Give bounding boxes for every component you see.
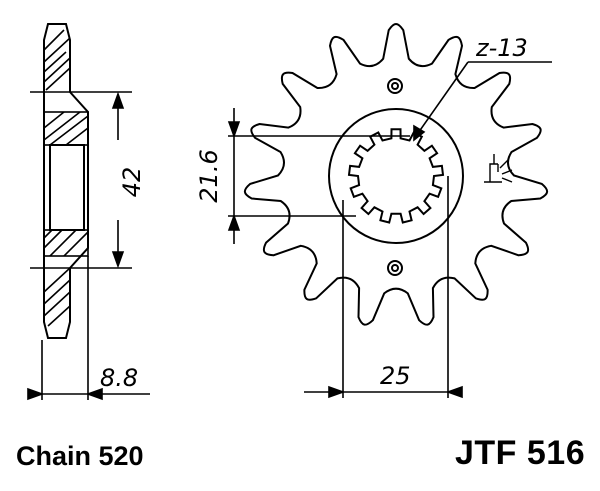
side-hatch-bottom [43, 267, 71, 327]
part-number-label: JTF 516 [455, 434, 586, 472]
tooth-count-leader [413, 61, 552, 142]
sprocket-teeth-outline [243, 22, 549, 326]
dimension-42 [111, 91, 125, 269]
side-hatch-top [43, 29, 71, 91]
sprocket-front-view [243, 22, 549, 326]
bolt-hole-top [387, 78, 403, 94]
tooth-count-label: z-13 [475, 34, 528, 62]
chain-size-label: Chain 520 [16, 441, 144, 471]
dimension-21-6-label: 21.6 [195, 149, 223, 202]
sprocket-side-view [30, 23, 132, 339]
dimension-25-label: 25 [380, 362, 411, 390]
bolt-hole-bottom [387, 260, 403, 276]
spline-bore [347, 128, 445, 224]
side-hatch-hub-lower [43, 229, 89, 257]
side-hub-middle [49, 144, 85, 231]
side-hatch-hub-upper [43, 111, 89, 146]
manufacturer-mark-icon [484, 154, 513, 183]
dimension-42-label: 42 [118, 167, 146, 198]
dimension-21-6 [227, 108, 410, 244]
side-profile-outline [43, 23, 89, 339]
dimension-8-8-label: 8.8 [100, 364, 138, 392]
dimension-25 [304, 176, 463, 399]
dimension-8-8 [27, 256, 150, 401]
hub-circle [328, 108, 464, 244]
